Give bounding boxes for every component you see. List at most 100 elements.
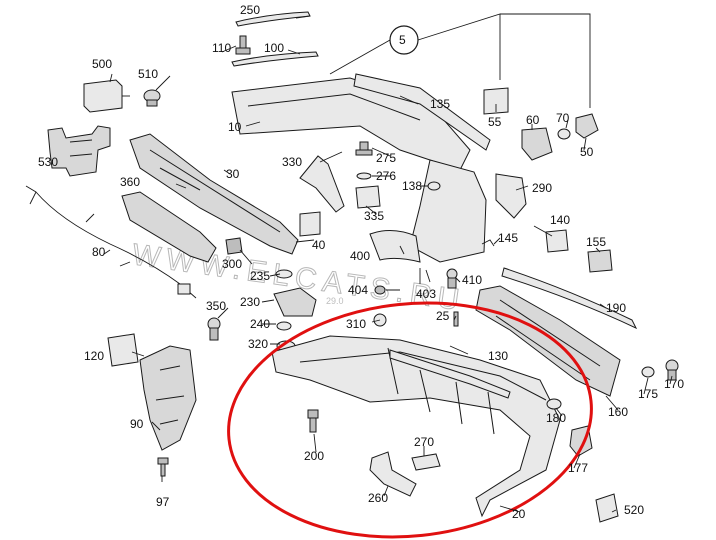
callout-40: 40 bbox=[312, 238, 326, 252]
callout-300: 300 bbox=[222, 257, 242, 271]
part-80-harness bbox=[25, 185, 197, 299]
group-bracket-5 bbox=[329, 13, 591, 108]
callout-60: 60 bbox=[526, 113, 540, 127]
callout-120: 120 bbox=[84, 349, 104, 363]
part-160-detail bbox=[495, 299, 601, 381]
part-500-module bbox=[83, 79, 123, 113]
callout-404: 404 bbox=[348, 283, 368, 297]
callout-320: 320 bbox=[248, 337, 268, 351]
part-130-strip bbox=[389, 349, 511, 399]
leader-5 bbox=[329, 13, 591, 108]
part-240-washer bbox=[276, 321, 292, 331]
callout-200: 200 bbox=[304, 449, 324, 463]
part-520-block bbox=[595, 493, 619, 523]
callout-180: 180 bbox=[546, 411, 566, 425]
callout-160: 160 bbox=[608, 405, 628, 419]
part-190-strip bbox=[501, 267, 638, 330]
part-55-plate bbox=[483, 87, 509, 115]
part-530-bracket bbox=[47, 125, 111, 177]
callout-170: 170 bbox=[664, 377, 684, 391]
callout-20: 20 bbox=[512, 507, 526, 521]
callout-190: 190 bbox=[606, 301, 626, 315]
part-510-clip bbox=[143, 89, 161, 107]
part-270-clip bbox=[411, 453, 441, 471]
callout-80: 80 bbox=[92, 245, 106, 259]
part-260-bracket bbox=[369, 451, 417, 497]
part-10-upper-cover bbox=[231, 77, 471, 171]
callout-500: 500 bbox=[92, 57, 112, 71]
callout-230: 230 bbox=[240, 295, 260, 309]
part-10-detail bbox=[247, 93, 421, 121]
callout-310: 310 bbox=[346, 317, 366, 331]
part-30-detail bbox=[149, 149, 281, 233]
part-138-washer bbox=[427, 181, 441, 191]
part-275-screw bbox=[355, 141, 373, 156]
part-276-washer bbox=[356, 172, 372, 180]
part-40-plate bbox=[299, 211, 321, 237]
part-97-screw bbox=[157, 457, 169, 477]
callout-55: 55 bbox=[488, 115, 502, 129]
callout-175: 175 bbox=[638, 387, 658, 401]
callout-530: 530 bbox=[38, 155, 58, 169]
callout-350: 350 bbox=[206, 299, 226, 313]
callout-275: 275 bbox=[376, 151, 396, 165]
part-80-connector bbox=[177, 283, 191, 295]
part-530-detail bbox=[69, 139, 93, 157]
callout-290: 290 bbox=[532, 181, 552, 195]
part-410-screw bbox=[446, 268, 458, 289]
part-160-diffuser bbox=[475, 285, 621, 397]
callout-330: 330 bbox=[282, 155, 302, 169]
part-30-absorber bbox=[129, 133, 299, 255]
callout-135: 135 bbox=[430, 97, 450, 111]
part-110-bolt bbox=[235, 35, 251, 55]
callout-335: 335 bbox=[364, 209, 384, 223]
part-10-side bbox=[409, 159, 487, 263]
part-180-grommet bbox=[546, 398, 562, 410]
callout-410: 410 bbox=[462, 273, 482, 287]
callout-177: 177 bbox=[568, 461, 588, 475]
part-300-clip bbox=[225, 237, 243, 255]
callout-90: 90 bbox=[130, 417, 144, 431]
callout-70: 70 bbox=[556, 111, 570, 125]
callout-97: 97 bbox=[156, 495, 170, 509]
callout-110: 110 bbox=[212, 41, 231, 55]
callout-145: 145 bbox=[498, 231, 518, 245]
part-155-module bbox=[587, 249, 613, 273]
callout-30: 30 bbox=[226, 167, 240, 181]
part-170-bolt bbox=[665, 359, 679, 381]
part-20-edge bbox=[299, 351, 547, 401]
part-290-cap bbox=[495, 173, 527, 219]
callout-400: 400 bbox=[350, 249, 370, 263]
part-100-strip bbox=[231, 51, 319, 67]
leaders bbox=[103, 15, 673, 513]
part-200-bolt bbox=[307, 409, 319, 433]
part-360-absorber bbox=[121, 191, 217, 263]
part-60-sensor bbox=[521, 127, 553, 161]
callout-10: 10 bbox=[228, 120, 242, 134]
part-330-bracket bbox=[299, 155, 345, 213]
callout-100: 100 bbox=[264, 41, 284, 55]
highlight-ellipse bbox=[227, 301, 593, 539]
callout-130: 130 bbox=[488, 349, 508, 363]
callout-520: 520 bbox=[624, 503, 644, 517]
callout-140: 140 bbox=[550, 213, 570, 227]
callout-240: 240 bbox=[250, 317, 270, 331]
part-235-washer bbox=[275, 269, 293, 279]
part-335-clip bbox=[355, 185, 381, 209]
watermark-code: 29.0 bbox=[326, 296, 344, 306]
callout-250: 250 bbox=[240, 3, 260, 17]
part-90-detail bbox=[155, 365, 185, 425]
callout-25: 25 bbox=[436, 309, 450, 323]
part-140-sensor bbox=[545, 229, 569, 253]
callout-155: 155 bbox=[586, 235, 606, 249]
part-145-arrow bbox=[481, 239, 495, 247]
callout-270: 270 bbox=[414, 435, 434, 449]
callout-403: 403 bbox=[416, 287, 436, 301]
part-135-trim bbox=[353, 73, 491, 151]
callout-5: 5 bbox=[399, 33, 406, 47]
callout-510: 510 bbox=[138, 67, 158, 81]
part-20-bumper bbox=[271, 335, 561, 518]
part-70-ring bbox=[557, 128, 571, 140]
